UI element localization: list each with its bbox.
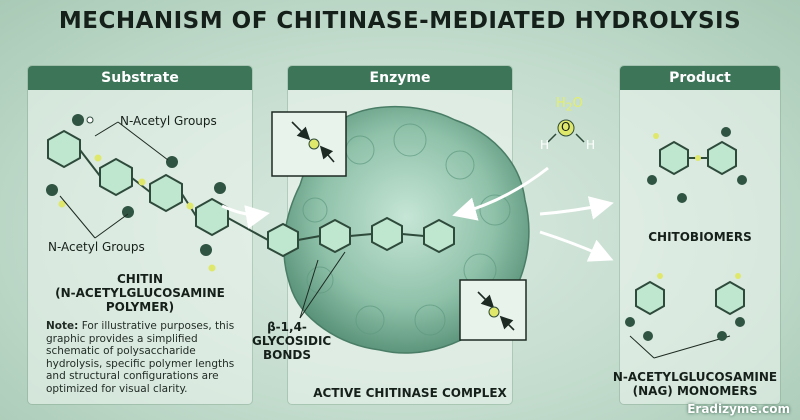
- enzyme-header: Enzyme: [288, 66, 512, 90]
- page-title: MECHANISM OF CHITINASE-MEDIATED HYDROLYS…: [58, 8, 742, 34]
- watermark: Eradizyme.com: [687, 402, 790, 416]
- chitobiomer-atoms: [647, 127, 747, 203]
- chitin-caption: CHITIN (N-ACETYLGLUCOSAMINE POLYMER): [40, 272, 240, 314]
- chitobiomers-label: CHITOBIOMERS: [648, 230, 752, 244]
- substrate-panel: Substrate: [28, 66, 252, 404]
- nag-monomers-label: N-ACETYLGLUCOSAMINE (NAG) MONOMERS: [600, 370, 790, 398]
- nag-monomers: [635, 280, 745, 316]
- active-complex-label: ACTIVE CHITINASE COMPLEX: [313, 386, 507, 400]
- nag-atoms: [625, 273, 745, 341]
- nag-label-line2: (NAG) MONOMERS: [632, 384, 758, 398]
- nag-label-line1: N-ACETYLGLUCOSAMINE: [612, 370, 778, 384]
- chitin-caption-line3: POLYMER): [105, 300, 175, 314]
- acetyl-groups-label-bottom: N-Acetyl Groups: [48, 240, 145, 254]
- water-o-label: O: [572, 96, 583, 111]
- substrate-header: Substrate: [28, 66, 252, 90]
- chitin-caption-line2: (N-ACETYLGLUCOSAMINE: [55, 286, 225, 300]
- water-molecule: [547, 119, 585, 143]
- note-body: For illustrative purposes, this graphic …: [46, 320, 235, 395]
- water-formula: H2O: [556, 96, 583, 114]
- zoom-callout-top: [271, 111, 347, 177]
- substrate-bonds: [79, 149, 425, 241]
- chitobiomer-molecule: [659, 140, 737, 176]
- glycosidic-bonds-label: β-1,4- GLYCOSIDIC BONDS: [252, 320, 332, 362]
- flow-arrows: [221, 166, 614, 262]
- product-header: Product: [620, 66, 780, 90]
- water-subscript: 2: [565, 100, 573, 114]
- product-panel: Product: [620, 66, 780, 404]
- bond-label-line1: β-1,4-: [267, 320, 307, 334]
- water-oxygen: O: [561, 120, 571, 134]
- substrate-chain: [47, 129, 229, 237]
- bond-label-line3: BONDS: [263, 348, 311, 362]
- bond-label-line2: GLYCOSIDIC: [252, 334, 332, 348]
- acetyl-atoms: [46, 114, 226, 272]
- water-hydrogen-left: H: [540, 138, 550, 152]
- water-hydrogen-right: H: [586, 138, 596, 152]
- chitin-caption-line1: CHITIN: [116, 272, 163, 286]
- chitin-chain-enzyme: [267, 216, 455, 258]
- note-text: Note: For illustrative purposes, this gr…: [46, 320, 236, 395]
- acetyl-groups-label-top: N-Acetyl Groups: [120, 114, 217, 128]
- leader-lines: [59, 121, 731, 359]
- water-h-label: H: [556, 96, 566, 111]
- zoom-callout-bottom: [459, 279, 527, 341]
- note-prefix: Note:: [46, 320, 79, 332]
